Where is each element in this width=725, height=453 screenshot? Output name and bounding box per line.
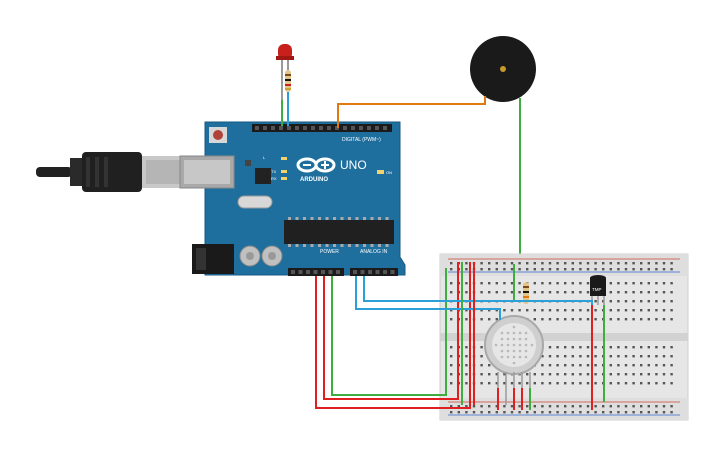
breadboard[interactable] <box>439 253 689 421</box>
analog-pin[interactable] <box>360 270 365 274</box>
usb-cable-icon[interactable] <box>36 152 182 192</box>
power-label: POWER <box>320 249 339 255</box>
power-pin[interactable] <box>313 270 318 274</box>
header-pin[interactable] <box>359 126 363 130</box>
header-pin[interactable] <box>311 126 315 130</box>
analog-pin[interactable] <box>375 270 380 274</box>
arduino-logo <box>296 157 336 173</box>
power-pin[interactable] <box>321 270 325 274</box>
led-rx-label: RX <box>271 176 277 181</box>
header-pin[interactable] <box>279 126 283 130</box>
header-pin[interactable] <box>383 126 387 130</box>
temp-sensor-label: TMP <box>592 287 602 292</box>
power-pin[interactable] <box>336 270 340 274</box>
digital-label: DIGITAL (PWM~) <box>342 137 381 143</box>
atmega-chip <box>284 220 394 244</box>
header-pin[interactable] <box>343 126 347 130</box>
board-brand: ARDUINO <box>300 177 328 183</box>
resistor-icon[interactable] <box>523 282 529 304</box>
wire-gnd-red[interactable] <box>323 262 459 400</box>
wire-a1-blue[interactable] <box>363 276 593 305</box>
wire-gnd-green[interactable] <box>331 268 447 396</box>
header-pin[interactable] <box>295 126 299 130</box>
header-pin[interactable] <box>351 126 355 130</box>
header-pin[interactable] <box>255 126 259 130</box>
analog-label: ANALOG IN <box>360 249 388 255</box>
power-pin[interactable] <box>291 270 295 274</box>
header-pin[interactable] <box>367 126 371 130</box>
usb-chip <box>255 168 271 184</box>
board-model: UNO <box>340 158 367 172</box>
analog-pin[interactable] <box>390 270 395 274</box>
analog-pin[interactable] <box>368 270 372 274</box>
header-pin[interactable] <box>263 126 267 130</box>
on-label: ON <box>386 170 392 175</box>
header-pin[interactable] <box>271 126 275 130</box>
analog-header <box>350 268 398 276</box>
wire-5v-red[interactable] <box>315 262 471 409</box>
header-pin[interactable] <box>303 126 307 130</box>
led-l-label: L <box>263 155 266 160</box>
analog-pin[interactable] <box>383 270 387 274</box>
header-pin[interactable] <box>375 126 379 130</box>
wire-d8-to-buzzer[interactable] <box>337 96 486 128</box>
power-pin[interactable] <box>298 270 303 274</box>
crystal <box>237 195 273 209</box>
resistor-icon[interactable] <box>285 70 291 92</box>
header-pin[interactable] <box>327 126 331 130</box>
temperature-sensor-icon[interactable]: TMP <box>590 275 606 305</box>
header-pin[interactable] <box>319 126 323 130</box>
arduino-board[interactable]: UNO ARDUINO DIGITAL (PWM~) POWER ANALOG … <box>179 121 406 276</box>
wire-a0-blue[interactable] <box>355 276 501 320</box>
power-pin[interactable] <box>306 270 310 274</box>
analog-pin[interactable] <box>353 270 357 274</box>
power-pin[interactable] <box>328 270 333 274</box>
buzzer-icon[interactable] <box>470 36 536 102</box>
led-tx-label: TX <box>271 169 276 174</box>
header-pin[interactable] <box>287 126 291 130</box>
